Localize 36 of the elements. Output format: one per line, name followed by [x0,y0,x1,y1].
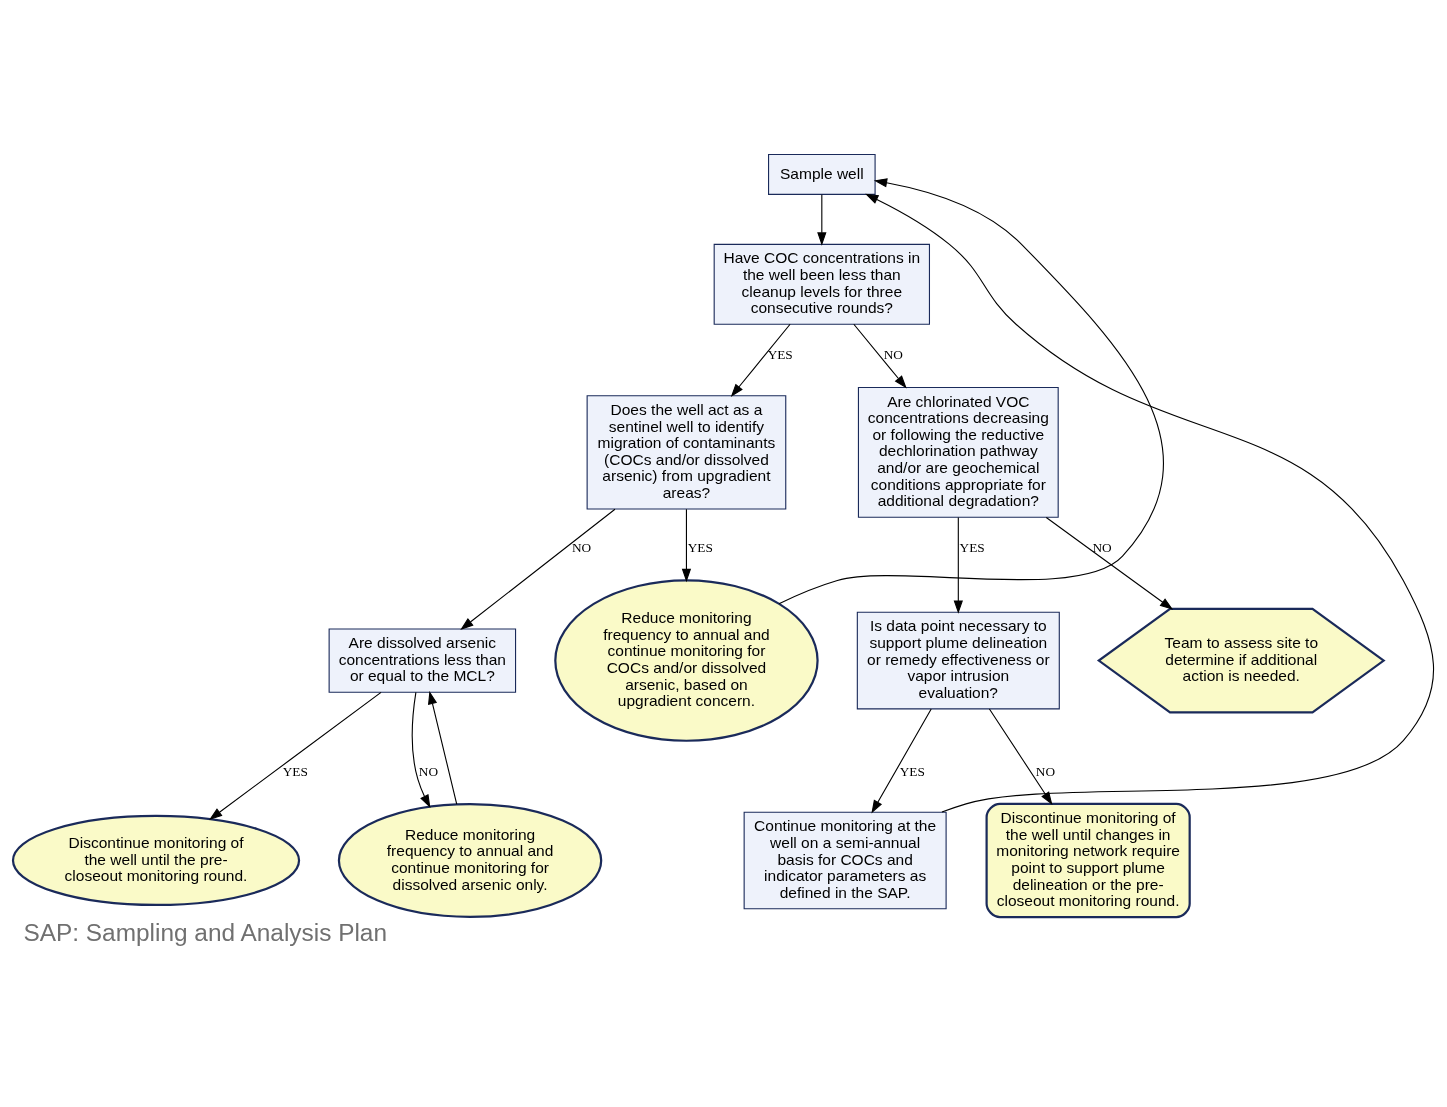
node-box: Are chlorinated VOC concentrations decreasing or following the reductive dechlorination pathway and/or are geochemical conditions appropriate for additional degradation? [857,386,1059,518]
arrow [460,508,616,630]
node-ellipse: Reduce monitoring frequency to annual and continue monitoring for dissolved arsenic only. [337,802,603,918]
node-ellipse: Reduce monitoring frequency to annual and continue monitoring for COCs and/or dissolved arsenic, based on upgradient concern. [554,579,819,742]
edge-label: YES [687,540,713,556]
arrow [411,691,431,808]
arrow [209,691,382,821]
edge-label: NO [1092,540,1112,556]
edge-label: YES [899,763,925,779]
edge-label: NO [883,347,903,363]
arrow [778,178,1164,605]
node-box: Is data point necessary to support plume delineation or remedy effectiveness or vapor intrusion evaluation? [856,611,1060,710]
arrow [853,323,907,389]
arrow [988,708,1053,806]
node-box: Does the well act as a sentinel well to identify migration of contaminants (COCs and/or dissolved arsenic) from upgradient areas? [586,395,787,510]
node-box: Continue monitoring at the well on a semi-annual basis for COCs and indicator parameters as defined in the SAP. [743,811,947,910]
node-ellipse: Discontinue monitoring of the well until the pre-closeout monitoring round. [11,814,301,907]
node-box: Discontinue monitoring of the well until changes in monitoring network require point to support plume delineation or the pre-closeout monitoring round. [985,802,1191,919]
arrow [865,193,1434,813]
edge-label: YES [767,347,793,363]
edge-label: YES [282,763,308,779]
arrow [428,690,458,805]
node-box: Sample well [768,153,876,195]
node-box: Have COC concentrations in the well been less than cleanup levels for three consecutive rounds? [713,243,930,325]
edge-label: NO [571,540,592,556]
edge-label: YES [959,540,985,556]
node-box: Are dissolved arsenic concentrations less than or equal to the MCL? [328,628,517,693]
arrow [1045,517,1174,610]
edge-label: NO [1035,763,1056,779]
edge-label: NO [418,763,439,779]
caption: SAP: Sampling and Analysis Plan [23,919,387,947]
arrow [817,194,827,246]
arrow [953,517,963,614]
arrow [730,323,791,397]
arrow [871,708,932,814]
arrow [681,508,692,583]
